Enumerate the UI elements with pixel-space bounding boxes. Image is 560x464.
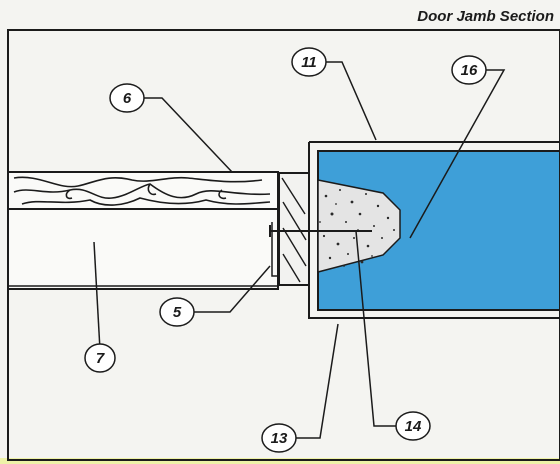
- callout-number-5: 5: [173, 304, 182, 321]
- wood-grain: [13, 176, 271, 206]
- callout-number-6: 6: [123, 90, 132, 107]
- leader-16: [409, 69, 506, 239]
- diagram-title: Door Jamb Section: [417, 8, 554, 25]
- leader-lines: [93, 61, 506, 439]
- trim-hatching: [281, 177, 307, 283]
- callout-circle-14: [395, 411, 431, 441]
- callout-circle-13: [261, 423, 297, 453]
- leader-14: [355, 230, 396, 427]
- leader-7: [93, 241, 101, 351]
- callouts: [84, 47, 487, 453]
- leader-13: [296, 323, 339, 439]
- callout-number-13: 13: [271, 430, 288, 447]
- filler-speckles: [319, 189, 395, 267]
- callout-circle-7: [84, 343, 116, 373]
- leader-11: [326, 61, 377, 141]
- leader-6: [144, 97, 233, 173]
- callout-number-7: 7: [96, 350, 105, 367]
- wall-stud: [7, 208, 279, 290]
- callout-circle-16: [451, 55, 487, 85]
- channel-outline: [308, 142, 560, 319]
- callout-circle-11: [291, 47, 327, 77]
- concrete-filler: [317, 179, 401, 273]
- callout-number-14: 14: [405, 418, 422, 435]
- callout-number-11: 11: [301, 54, 317, 71]
- callout-number-16: 16: [461, 62, 478, 79]
- callout-circle-5: [159, 297, 195, 327]
- callout-circle-6: [109, 83, 145, 113]
- jamb-bracket: [271, 222, 279, 277]
- leader-5: [194, 265, 271, 313]
